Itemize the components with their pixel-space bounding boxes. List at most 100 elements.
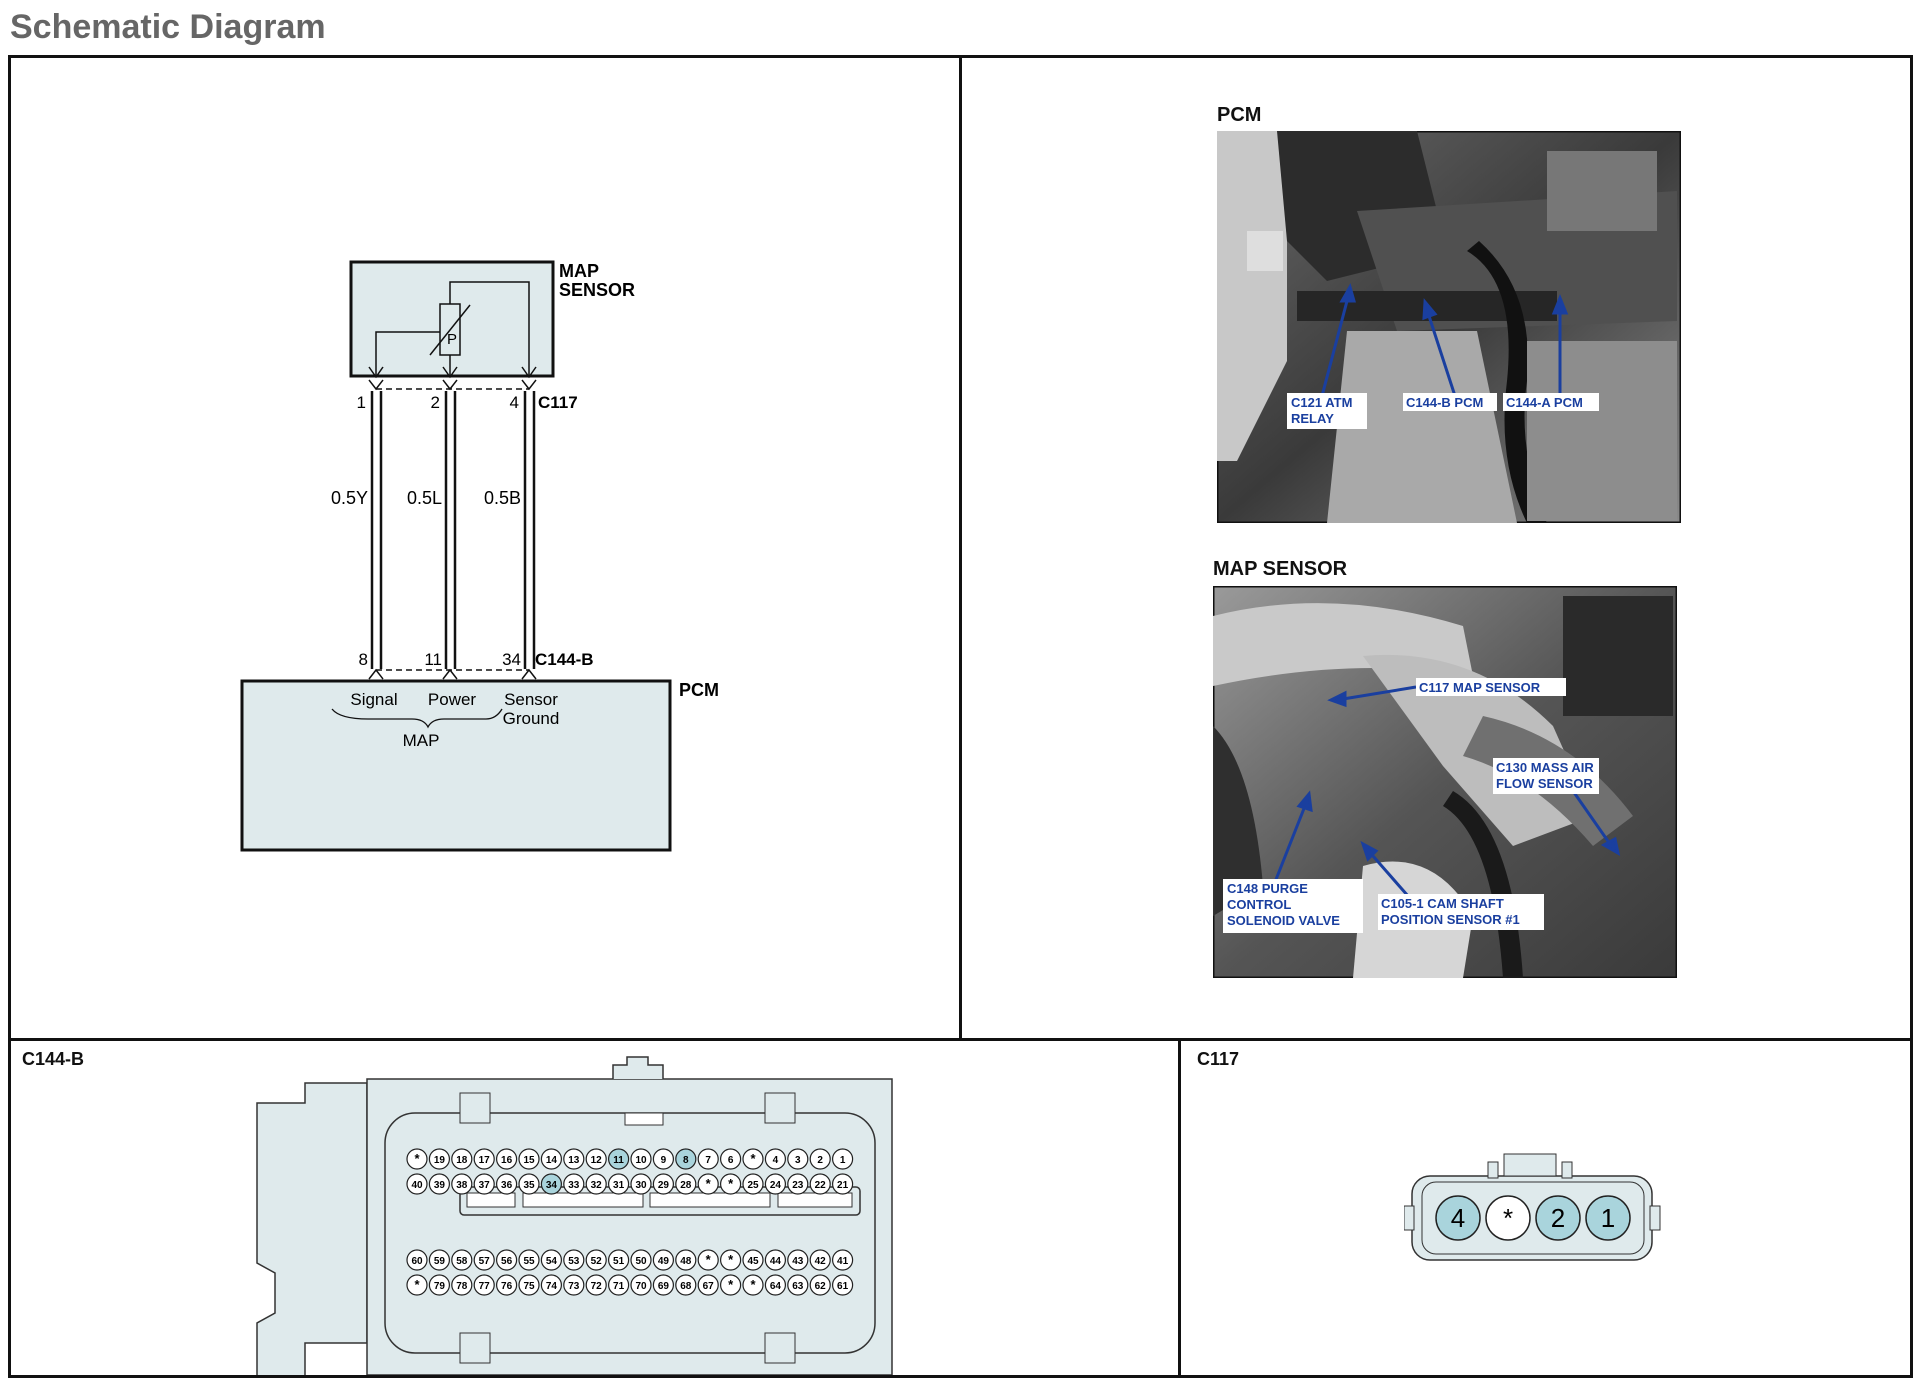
c144b-pin bbox=[540, 1148, 562, 1170]
c144b-pin-label: 50 bbox=[635, 1256, 647, 1267]
c144b-pin-label: 76 bbox=[501, 1281, 513, 1292]
c144b-pin bbox=[473, 1249, 495, 1271]
c144b-pin bbox=[764, 1173, 787, 1195]
c144b-pin bbox=[540, 1173, 562, 1195]
c144b-pin bbox=[473, 1274, 495, 1296]
c144b-pin-label: 16 bbox=[501, 1155, 513, 1166]
c144b-pin-label: 29 bbox=[658, 1180, 670, 1191]
map-callout-c130: C130 MASS AIR bbox=[1496, 760, 1594, 775]
c144b-pin bbox=[585, 1249, 607, 1271]
c144b-pin-label: 43 bbox=[792, 1256, 804, 1267]
c144b-pin-label: 31 bbox=[613, 1180, 625, 1191]
c144b-pin bbox=[697, 1249, 719, 1271]
c144b-pin bbox=[630, 1148, 652, 1170]
c144b-pin-label: 69 bbox=[658, 1281, 670, 1292]
c144b-pin bbox=[809, 1173, 831, 1195]
c144b-pin bbox=[473, 1173, 495, 1195]
c144b-pin-34: 34 bbox=[502, 650, 521, 669]
c144b-pin-label: * bbox=[750, 1277, 756, 1292]
c144b-pin bbox=[451, 1173, 473, 1195]
pcm-photo: C121 ATM RELAY C144-B PCM C144-A PCM bbox=[1217, 131, 1681, 523]
c144b-pin-label: 13 bbox=[568, 1155, 580, 1166]
map-sensor-label-1: MAP bbox=[559, 261, 599, 281]
c144b-pin-label: * bbox=[750, 1151, 756, 1166]
c144b-pin bbox=[451, 1148, 473, 1170]
c144b-pin bbox=[787, 1148, 809, 1170]
map-photo-arrows bbox=[1273, 685, 1621, 897]
c144b-pin-label: 67 bbox=[703, 1281, 715, 1292]
c144b-pin bbox=[675, 1148, 697, 1170]
c144b-pin bbox=[563, 1249, 585, 1271]
c144b-pin bbox=[809, 1274, 831, 1296]
c144b-pin bbox=[518, 1173, 540, 1195]
pressure-sensor-symbol bbox=[368, 281, 537, 379]
c144b-pin-label: 34 bbox=[546, 1180, 558, 1191]
map-photo-title: MAP SENSOR bbox=[1213, 558, 1348, 580]
c144b-pin-label: * bbox=[706, 1252, 712, 1267]
pin-function-power: Power bbox=[428, 690, 477, 709]
c144b-pin bbox=[608, 1148, 630, 1170]
bottom-right-panel bbox=[1178, 1038, 1913, 1378]
c144b-pin bbox=[720, 1274, 742, 1296]
c144b-pin-label: 75 bbox=[523, 1281, 535, 1292]
c144b-pin-label: 1 bbox=[840, 1155, 846, 1166]
c144b-pin-11: 11 bbox=[424, 650, 442, 669]
c144b-pin bbox=[697, 1274, 719, 1296]
c144b-pin-label: * bbox=[414, 1277, 420, 1292]
c144b-pin-label: 12 bbox=[591, 1155, 603, 1166]
c144b-pin bbox=[720, 1148, 742, 1170]
c144b-pin bbox=[518, 1274, 540, 1296]
c117-pin-2: 2 bbox=[431, 393, 440, 412]
map-callout-solenoid: SOLENOID VALVE bbox=[1227, 913, 1340, 928]
c144b-pin bbox=[428, 1249, 450, 1271]
c144b-pin-label: 9 bbox=[661, 1155, 667, 1166]
pcm-label: PCM bbox=[679, 680, 719, 700]
c144b-pin-label: 35 bbox=[523, 1180, 535, 1191]
c117-pin bbox=[1485, 1195, 1531, 1241]
c144b-pin-label: 61 bbox=[837, 1281, 849, 1292]
c144b-pin-label: 10 bbox=[635, 1155, 647, 1166]
c144b-pin-label: 68 bbox=[680, 1281, 692, 1292]
c144b-pin-label: * bbox=[706, 1176, 712, 1191]
map-group-label: MAP bbox=[403, 731, 440, 750]
c144b-pin bbox=[428, 1173, 450, 1195]
c144b-pin-label: 6 bbox=[728, 1155, 734, 1166]
c144b-housing bbox=[256, 1082, 368, 1375]
c144b-pin-label: * bbox=[728, 1252, 734, 1267]
c144b-pin bbox=[809, 1249, 831, 1271]
c144b-pin-label: 72 bbox=[591, 1281, 603, 1292]
map-callout-maf: FLOW SENSOR bbox=[1496, 776, 1593, 791]
c144b-pin-label: 77 bbox=[479, 1281, 491, 1292]
c144b-pin bbox=[585, 1173, 607, 1195]
c144b-pin bbox=[518, 1249, 540, 1271]
c144b-pin bbox=[451, 1274, 473, 1296]
c117-pin-1: 1 bbox=[357, 393, 366, 412]
c144b-pin bbox=[675, 1249, 697, 1271]
c144b-pin bbox=[630, 1274, 652, 1296]
c144b-pin bbox=[406, 1173, 428, 1195]
c144b-pin-label: 57 bbox=[479, 1256, 491, 1267]
c144b-pin bbox=[652, 1148, 674, 1170]
c144b-pin-label: 4 bbox=[773, 1155, 779, 1166]
c117-pin-label: 1 bbox=[1601, 1203, 1615, 1233]
c144b-pin-label: 22 bbox=[815, 1180, 827, 1191]
c144b-pin-label: * bbox=[414, 1151, 420, 1166]
c144b-pin-8: 8 bbox=[359, 650, 368, 669]
pcm-callout-c121: C121 ATM bbox=[1291, 395, 1352, 410]
c144b-pin-label: 42 bbox=[815, 1256, 827, 1267]
c144b-pin bbox=[831, 1274, 854, 1296]
c144b-pin bbox=[608, 1173, 630, 1195]
c144b-pin-label: 56 bbox=[501, 1256, 513, 1267]
c144b-pin bbox=[406, 1148, 428, 1170]
c144b-pin bbox=[496, 1148, 518, 1170]
c117-connector-label: C117 bbox=[538, 393, 578, 412]
c144b-pin-label: * bbox=[728, 1176, 734, 1191]
c144b-pin bbox=[428, 1274, 450, 1296]
c144b-pin-label: 23 bbox=[792, 1180, 804, 1191]
pcm-photo-arrows bbox=[1320, 283, 1569, 397]
sensor-symbol-letter: P bbox=[447, 331, 457, 348]
c117-pin-4: 4 bbox=[510, 393, 519, 412]
c144b-pin-label: 15 bbox=[523, 1155, 535, 1166]
c144b-pin bbox=[406, 1249, 428, 1271]
